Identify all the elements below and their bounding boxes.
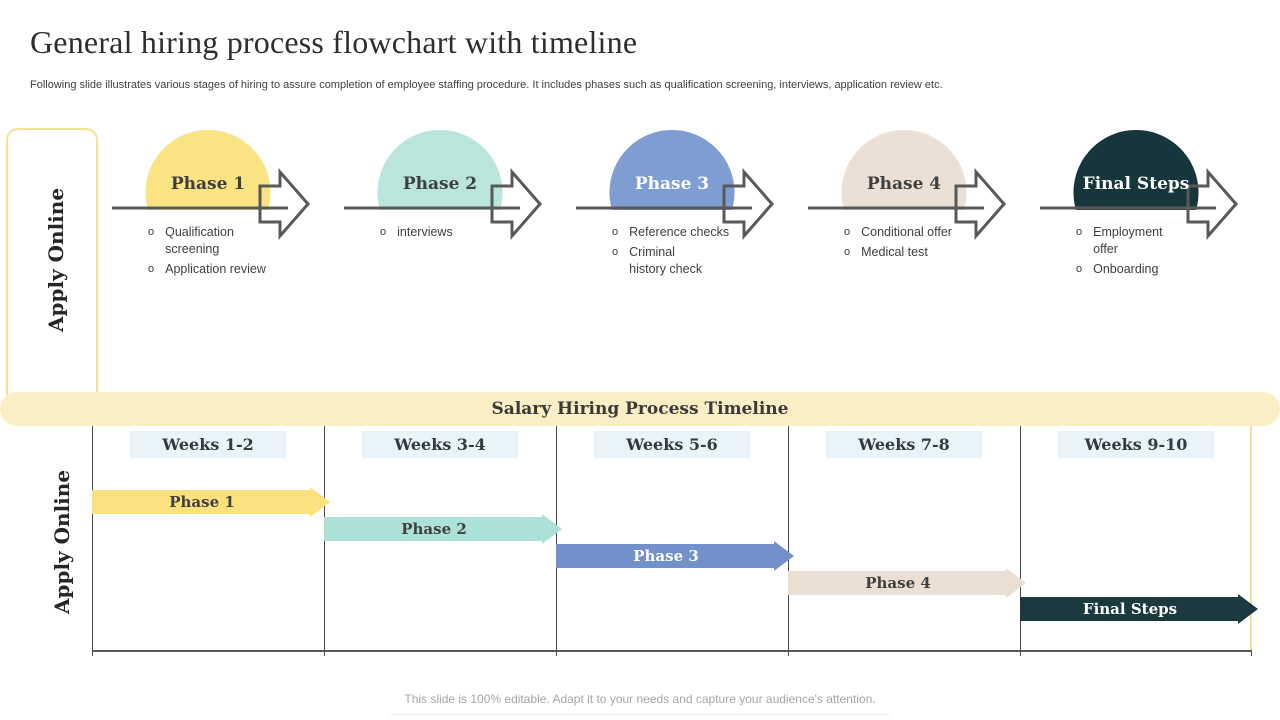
footer-divider	[390, 714, 890, 715]
timeline-bar-label: Phase 3	[633, 547, 699, 565]
grid-line	[1020, 426, 1021, 650]
phase-block: Phase 4 Conditional offerMedical test	[788, 128, 1020, 423]
phase-block: Final StepsEmployment offerOnboarding	[1020, 128, 1252, 423]
apply-online-frame	[6, 128, 98, 395]
phase-bullet-item: Reference checks	[612, 224, 777, 241]
phase-dome	[1073, 130, 1199, 210]
phase-label: Final Steps	[1082, 174, 1190, 194]
timeline-chart: Weeks 1-2 Weeks 3-4 Weeks 5-6 Weeks 7-8 Week…	[92, 426, 1258, 656]
phase-bullet-list: Reference checksCriminal history check	[612, 224, 777, 281]
phase-dome	[377, 130, 503, 210]
phase-dome-arrow	[112, 130, 310, 240]
week-header: Weeks 9-10	[1058, 431, 1214, 458]
axis-tick	[1251, 652, 1252, 656]
arrow-right-icon	[954, 168, 1006, 240]
apply-online-label-top: Apply Online	[44, 187, 68, 333]
axis-tick	[92, 652, 93, 656]
apply-online-label-bottom: Apply Online	[50, 469, 74, 615]
timeline-bar-label: Phase 1	[169, 493, 235, 511]
week-header: Weeks 7-8	[826, 431, 982, 458]
axis-tick	[324, 652, 325, 656]
grid-line	[788, 426, 789, 650]
arrow-right-icon	[258, 168, 310, 240]
phase-dome	[609, 130, 735, 210]
phase-block: Phase 2 interviews	[324, 128, 556, 423]
phase-label: Phase 1	[170, 174, 246, 194]
timeline-bar-label: Final Steps	[1082, 600, 1178, 618]
phase-bullet-item: Medical test	[844, 244, 1009, 261]
phase-dome-arrow	[808, 130, 1006, 240]
page-title: General hiring process flowchart with ti…	[30, 24, 638, 60]
phase-bullet-item: Employment offer	[1076, 224, 1241, 258]
footer-note: This slide is 100% editable. Adapt it to…	[404, 692, 876, 706]
phase-bullet-list: Qualification screeningApplication revie…	[148, 224, 313, 281]
week-header: Weeks 3-4	[362, 431, 518, 458]
phase-bullet-item: interviews	[380, 224, 545, 241]
timeline-banner: Salary Hiring Process Timeline	[0, 392, 1280, 426]
phase-dome	[145, 130, 271, 210]
phase-label: Phase 2	[402, 174, 478, 194]
timeline-bar-label: Phase 2	[401, 520, 467, 538]
phase-bullet-list: Conditional offerMedical test	[844, 224, 1009, 264]
axis-tick	[556, 652, 557, 656]
arrow-right-icon	[1186, 168, 1238, 240]
phase-dome-arrow	[344, 130, 542, 240]
arrow-right-icon	[722, 168, 774, 240]
axis-tick	[788, 652, 789, 656]
phase-label: Phase 4	[866, 174, 942, 194]
phase-bullet-list: interviews	[380, 224, 545, 244]
week-header: Weeks 1-2	[130, 431, 286, 458]
axis-tick	[1020, 652, 1021, 656]
phase-block: Phase 1 Qualification screeningApplicatio…	[92, 128, 324, 423]
timeline-banner-title: Salary Hiring Process Timeline	[491, 399, 789, 419]
timeline-bar: Phase 1	[92, 487, 330, 517]
phase-bullet-item: Conditional offer	[844, 224, 1009, 241]
phase-label: Phase 3	[634, 174, 710, 194]
phase-dome-arrow	[1040, 130, 1238, 240]
phase-bullet-item: Qualification screening	[148, 224, 313, 258]
phase-bullet-list: Employment offerOnboarding	[1076, 224, 1241, 281]
page-subtitle: Following slide illustrates various stag…	[30, 79, 943, 91]
week-header: Weeks 5-6	[594, 431, 750, 458]
timeline-bar: Phase 2	[324, 514, 562, 544]
grid-line	[556, 426, 557, 650]
phase-bullet-item: Onboarding	[1076, 261, 1241, 278]
phase-dome-arrow	[576, 130, 774, 240]
arrow-right-icon	[490, 168, 542, 240]
phase-bullet-item: Application review	[148, 261, 313, 278]
timeline-bar: Final Steps	[1020, 594, 1258, 624]
grid-line	[92, 426, 93, 650]
timeline-bar-label: Phase 4	[865, 574, 931, 592]
grid-line-right	[1250, 426, 1252, 650]
timeline-bar: Phase 4	[788, 568, 1026, 598]
phase-block: Phase 3 Reference checksCriminal history …	[556, 128, 788, 423]
phase-bullet-item: Criminal history check	[612, 244, 777, 278]
timeline-bar: Phase 3	[556, 541, 794, 571]
phase-dome	[841, 130, 967, 210]
